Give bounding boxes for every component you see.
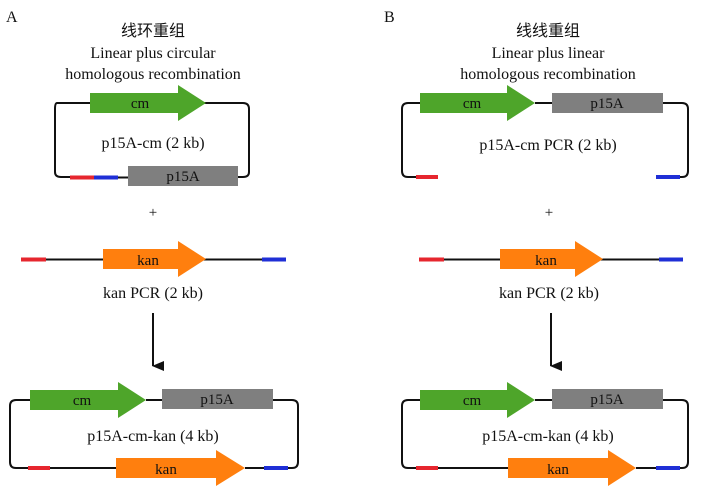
panel-b-title-line1: Linear plus linear [492, 45, 606, 62]
panel-b: B 线线重组 Linear plus linear homologous rec… [384, 9, 689, 486]
blue-homology-arm [262, 257, 286, 262]
p15a-label: p15A [590, 392, 624, 408]
kan-gene-label: kan [155, 462, 177, 478]
red-homology-arm [21, 257, 46, 262]
kan-gene-arrow [500, 241, 603, 277]
red-homology-arm [416, 175, 438, 179]
pcr-name-label: p15A-cm PCR (2 kb) [479, 137, 616, 154]
pcr-name-label: kan PCR (2 kb) [499, 285, 599, 302]
panel-b-letter: B [384, 9, 395, 26]
panel-a-title-line1: Linear plus circular [90, 45, 216, 62]
kan-gene-label: kan [547, 462, 569, 478]
p15a-box [162, 389, 273, 409]
kan-gene-arrow [103, 241, 206, 277]
kan-gene-label: kan [137, 253, 159, 269]
panel-a-product: cm p15A kan p15A-cm-kan (4 kb) [9, 382, 299, 486]
kan-gene-arrow [116, 450, 245, 486]
product-name-label: p15A-cm-kan (4 kb) [482, 428, 614, 445]
panel-b-plasmid-pcr: cm p15A p15A-cm PCR (2 kb) [401, 85, 689, 179]
p15a-box [552, 389, 663, 409]
panel-b-kan-pcr: kan kan PCR (2 kb) [419, 241, 683, 302]
p15a-label: p15A [166, 169, 200, 185]
plus-sign: + [545, 205, 553, 221]
panel-a-title-line2: homologous recombination [65, 66, 241, 83]
cm-gene-label: cm [463, 393, 482, 409]
panel-a-plasmid: cm p15A p15A-cm (2 kb) [54, 85, 250, 186]
cm-gene-arrow [90, 85, 206, 121]
plus-sign: + [149, 205, 157, 221]
blue-homology-arm [264, 466, 288, 470]
product-name-label: p15A-cm-kan (4 kb) [87, 428, 219, 445]
p15a-label: p15A [590, 96, 624, 112]
pcr-backbone-right [663, 102, 689, 178]
p15a-box [128, 166, 238, 186]
product-backbone-left [401, 399, 420, 469]
cm-gene-arrow [30, 382, 146, 418]
pcr-name-label: kan PCR (2 kb) [103, 285, 203, 302]
kan-gene-arrow [508, 450, 636, 486]
panel-b-title-cn: 线线重组 [516, 22, 580, 40]
panel-a-kan-pcr: kan kan PCR (2 kb) [21, 241, 286, 302]
panel-a: A 线环重组 Linear plus circular homologous r… [6, 9, 299, 486]
cm-gene-arrow [420, 85, 535, 121]
pcr-backbone-left [401, 102, 420, 178]
cm-gene-label: cm [463, 96, 482, 112]
panel-a-letter: A [6, 9, 18, 26]
blue-homology-arm [659, 257, 683, 262]
blue-homology-arm [94, 175, 118, 180]
blue-homology-arm [656, 175, 680, 179]
red-homology-arm [28, 466, 50, 470]
p15a-label: p15A [200, 392, 234, 408]
panel-b-title-line2: homologous recombination [460, 66, 636, 83]
red-homology-arm [416, 466, 438, 470]
red-homology-arm [70, 175, 94, 180]
cm-gene-arrow [420, 382, 535, 418]
product-backbone-left [9, 399, 30, 469]
p15a-box [552, 93, 663, 113]
blue-homology-arm [656, 466, 680, 470]
plasmid-name-label: p15A-cm (2 kb) [101, 135, 204, 152]
cm-gene-label: cm [73, 393, 92, 409]
cm-gene-label: cm [131, 96, 150, 112]
plasmid-backbone-left [54, 102, 92, 178]
kan-gene-label: kan [535, 253, 557, 269]
red-homology-arm [419, 257, 444, 262]
product-backbone-right [273, 399, 299, 469]
panel-b-product: cm p15A kan p15A-cm-kan (4 kb) [401, 382, 689, 486]
panel-a-title-cn: 线环重组 [121, 22, 185, 40]
product-backbone-right [663, 399, 689, 469]
plasmid-backbone-right [200, 102, 250, 178]
